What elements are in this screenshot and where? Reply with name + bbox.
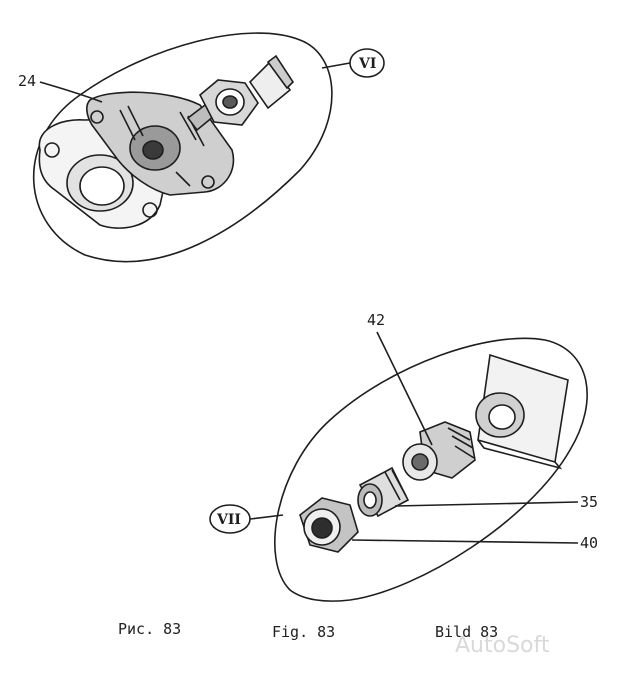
watermark: AutoSoft [455,633,550,658]
valve-body-hatching [119,105,205,187]
plate-boss-bore [488,404,516,430]
leader-42 [376,331,433,446]
valve-body-hole-right [201,175,215,189]
callout-42: 42 [367,311,385,329]
sleeve-35 [357,466,410,518]
flange-bolt-hole-right [142,202,158,218]
view-vi-roman-leader [321,62,351,69]
view-vii-roman: VII [216,512,241,528]
view-vi-outline [32,32,333,263]
leader-40 [351,539,579,544]
leader-35 [394,501,579,507]
pipe-stub [248,60,292,110]
caption-ru: Рис. 83 [118,620,181,638]
callout-40: 40 [580,534,598,552]
fitting-42 [402,421,476,481]
view-vi-roman: VI [358,56,376,72]
mounting-plate-edge [477,439,563,470]
callout-24: 24 [18,72,36,90]
caption-de: Bild 83 [435,623,498,641]
valve-boss-port [142,140,164,160]
pipe-tip [266,54,295,90]
flange-bore-inner [79,166,125,206]
leader-24 [39,81,103,103]
view-vii: 42 35 40 VII [209,311,598,602]
view-vi: 24 VI [18,32,385,263]
union-nut [198,79,259,126]
valve-body-hole-left [90,110,104,124]
flange-bolt-hole-left [44,142,60,158]
nut-40 [299,497,359,553]
caption-en: Fig. 83 [272,623,335,641]
view-vii-outline [274,337,588,602]
callout-35: 35 [580,493,598,511]
view-vii-roman-leader [249,514,284,520]
